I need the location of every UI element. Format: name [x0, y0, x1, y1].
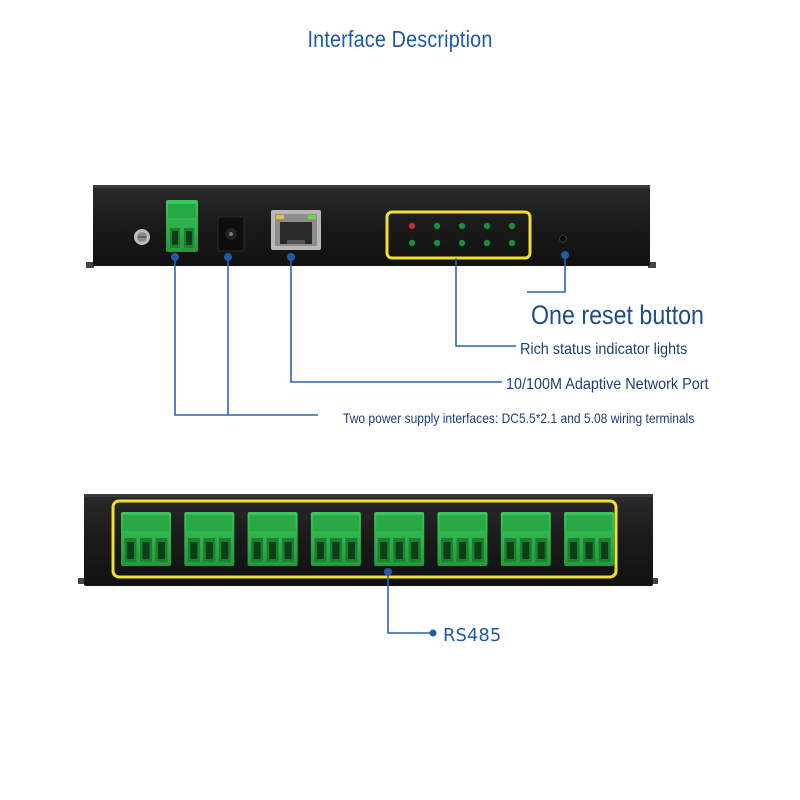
- callout-lines: [174, 255, 566, 416]
- led-green-icon: [508, 222, 516, 230]
- terminal-block: [184, 512, 235, 566]
- power-terminal-block: [166, 200, 198, 252]
- terminal-block: [247, 512, 298, 566]
- led-green-icon: [433, 222, 441, 230]
- rs485-callout: [387, 572, 431, 634]
- led-green-icon: [508, 239, 516, 247]
- label-status-lights: Rich status indicator lights: [520, 341, 688, 358]
- led-red-icon: [408, 222, 416, 230]
- page-title: Interface Description: [307, 26, 493, 52]
- label-rs485: RS485: [443, 625, 502, 646]
- led-green-icon: [458, 222, 466, 230]
- terminal-block: [121, 512, 171, 566]
- terminal-block: [500, 512, 551, 566]
- rs485-terminals: [121, 512, 615, 566]
- ethernet-port: [271, 210, 321, 250]
- screw-icon: [134, 229, 150, 245]
- rs485-highlight: [111, 499, 618, 579]
- led-panel-highlight: [385, 210, 532, 260]
- callout-dots: [171, 251, 569, 261]
- terminal-block: [564, 512, 615, 566]
- label-network-port: 10/100M Adaptive Network Port: [506, 376, 709, 393]
- dot-icon: [561, 251, 569, 259]
- status-leds: [408, 222, 516, 247]
- terminal-block: [437, 512, 488, 566]
- label-reset-button: One reset button: [531, 300, 704, 330]
- dot-icon: [287, 253, 295, 261]
- dot-icon: [384, 568, 392, 576]
- terminal-block: [310, 512, 361, 566]
- reset-pinhole: [559, 235, 567, 243]
- terminal-block: [374, 512, 425, 566]
- dot-icon: [224, 253, 232, 261]
- dot-icon: [171, 253, 179, 261]
- led-green-icon: [458, 239, 466, 247]
- led-green-icon: [408, 239, 416, 247]
- led-green-icon: [483, 239, 491, 247]
- dc-jack: [217, 216, 245, 252]
- label-power-interfaces: Two power supply interfaces: DC5.5*2.1 a…: [343, 410, 695, 426]
- led-green-icon: [483, 222, 491, 230]
- dot-icon: [429, 629, 437, 637]
- led-green-icon: [433, 239, 441, 247]
